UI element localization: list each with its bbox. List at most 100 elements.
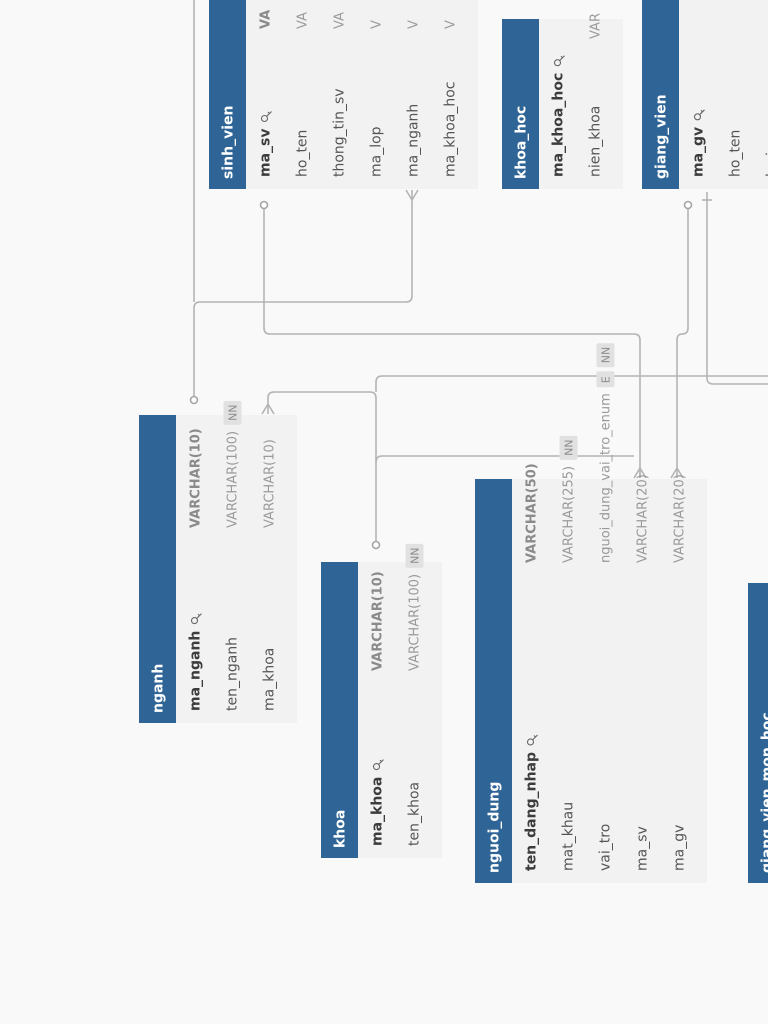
column-name: ten_khoa bbox=[407, 782, 423, 846]
table-body bbox=[679, 0, 768, 189]
column-badge: NN bbox=[223, 400, 242, 425]
relation-khoa-far-right[interactable] bbox=[375, 375, 768, 392]
column-name: ten_nganh bbox=[225, 637, 241, 711]
column-row[interactable]: loai_gv bbox=[765, 128, 768, 177]
table-header[interactable] bbox=[321, 562, 358, 858]
column-name: ho_ten bbox=[295, 130, 311, 177]
relation-nganh-sinh-vien[interactable] bbox=[193, 190, 413, 396]
column-type: VARCHAR(100) bbox=[408, 574, 423, 671]
column-badge: NN bbox=[405, 543, 424, 568]
table-header[interactable] bbox=[475, 479, 512, 883]
column-type: VARCHAR(10) bbox=[189, 428, 204, 528]
relationships bbox=[189, 0, 768, 550]
relation-giang-vien-nguoi-dung[interactable] bbox=[676, 206, 689, 478]
table-header[interactable] bbox=[139, 415, 176, 723]
key-icon bbox=[553, 55, 565, 67]
column-row[interactable]: ma_nganh VARCHAR(10) bbox=[188, 428, 204, 711]
crow-foot-icon bbox=[405, 189, 419, 201]
column-name: ma_nganh bbox=[406, 104, 422, 177]
column-type: VARCHAR(10) bbox=[371, 571, 386, 671]
circle-end-icon bbox=[259, 200, 269, 210]
table-header[interactable] bbox=[748, 583, 768, 883]
column-type: VARCHAR(50) bbox=[525, 463, 540, 563]
relation-sinh-vien-nguoi-dung[interactable] bbox=[263, 206, 641, 478]
column-name: thong_tin_sv bbox=[332, 88, 348, 177]
crow-foot-icon bbox=[633, 467, 647, 479]
table-giang-vien-mon-hoc[interactable]: giang_vien_mon_hoc bbox=[748, 583, 768, 883]
column-name: vai_tro bbox=[598, 824, 614, 871]
column-type: V bbox=[370, 20, 385, 29]
relation-khoa-right[interactable] bbox=[375, 455, 634, 463]
table-body bbox=[246, 0, 478, 189]
table-header[interactable] bbox=[209, 0, 246, 189]
column-row[interactable]: ma_lop V bbox=[369, 20, 385, 177]
column-row[interactable]: ma_nganh V bbox=[406, 20, 422, 177]
svg-text:NN: NN bbox=[600, 347, 613, 363]
svg-text:NN: NN bbox=[409, 547, 422, 563]
column-row[interactable]: ten_khoa VARCHAR(100) NN bbox=[405, 543, 424, 846]
column-row[interactable]: ma_khoa_hoc bbox=[551, 55, 567, 177]
column-row[interactable]: ten_dang_nhap VARCHAR(50) bbox=[524, 463, 540, 871]
column-type: V bbox=[407, 20, 422, 29]
table-title: nganh bbox=[151, 664, 167, 713]
relation-giang-vien-right[interactable] bbox=[706, 192, 768, 385]
table-header[interactable] bbox=[502, 19, 539, 189]
key-icon bbox=[372, 759, 384, 771]
table-header[interactable] bbox=[642, 0, 679, 189]
table-body bbox=[512, 479, 707, 883]
column-name: ma_sv bbox=[635, 826, 651, 871]
svg-text:NN: NN bbox=[563, 439, 576, 455]
column-name: ma_khoa_hoc bbox=[551, 73, 567, 177]
column-row[interactable]: vai_tro nguoi_dung_vai_tro_enum E NN bbox=[596, 343, 615, 871]
table-title: giang_vien_mon_hoc bbox=[760, 712, 768, 873]
table-body bbox=[176, 415, 297, 723]
column-type: VA bbox=[296, 12, 311, 29]
key-icon bbox=[526, 734, 538, 746]
circle-end-icon bbox=[189, 395, 199, 405]
table-title: giang_vien bbox=[654, 94, 670, 179]
table-body bbox=[358, 562, 442, 858]
column-name: ma_gv bbox=[691, 127, 707, 177]
key-icon bbox=[693, 109, 705, 121]
column-name: ma_gv bbox=[672, 825, 688, 871]
crow-foot-icon bbox=[670, 467, 684, 479]
table-giang-vien[interactable]: giang_vien ma_gv ho_ten loai_gv bbox=[642, 0, 768, 189]
column-name: mat_khau bbox=[561, 802, 577, 871]
column-name: ma_nganh bbox=[188, 631, 204, 711]
column-name: ten_dang_nhap bbox=[524, 752, 540, 871]
column-name: loai_gv bbox=[765, 128, 768, 177]
column-badge: E bbox=[596, 371, 615, 388]
crow-foot-icon bbox=[261, 403, 275, 415]
column-row[interactable]: ma_gv VARCHAR(20) bbox=[672, 474, 688, 871]
column-row[interactable]: ho_ten VA bbox=[295, 12, 311, 177]
column-name: ma_lop bbox=[369, 126, 385, 177]
column-row[interactable]: ma_gv bbox=[691, 109, 707, 177]
column-name: nien_khoa bbox=[588, 106, 604, 177]
column-type: VA bbox=[259, 10, 274, 29]
column-name: ho_ten bbox=[728, 130, 744, 177]
relation-khoa-nganh[interactable] bbox=[267, 391, 377, 541]
column-type: VARCHAR(10) bbox=[263, 439, 278, 528]
key-icon bbox=[260, 111, 272, 123]
column-type: VARCHAR(20) bbox=[673, 474, 688, 563]
column-type: nguoi_dung_vai_tro_enum bbox=[599, 393, 614, 563]
column-row[interactable]: ho_ten bbox=[728, 130, 744, 177]
column-type: V bbox=[444, 20, 459, 29]
table-title: sinh_vien bbox=[221, 106, 237, 179]
